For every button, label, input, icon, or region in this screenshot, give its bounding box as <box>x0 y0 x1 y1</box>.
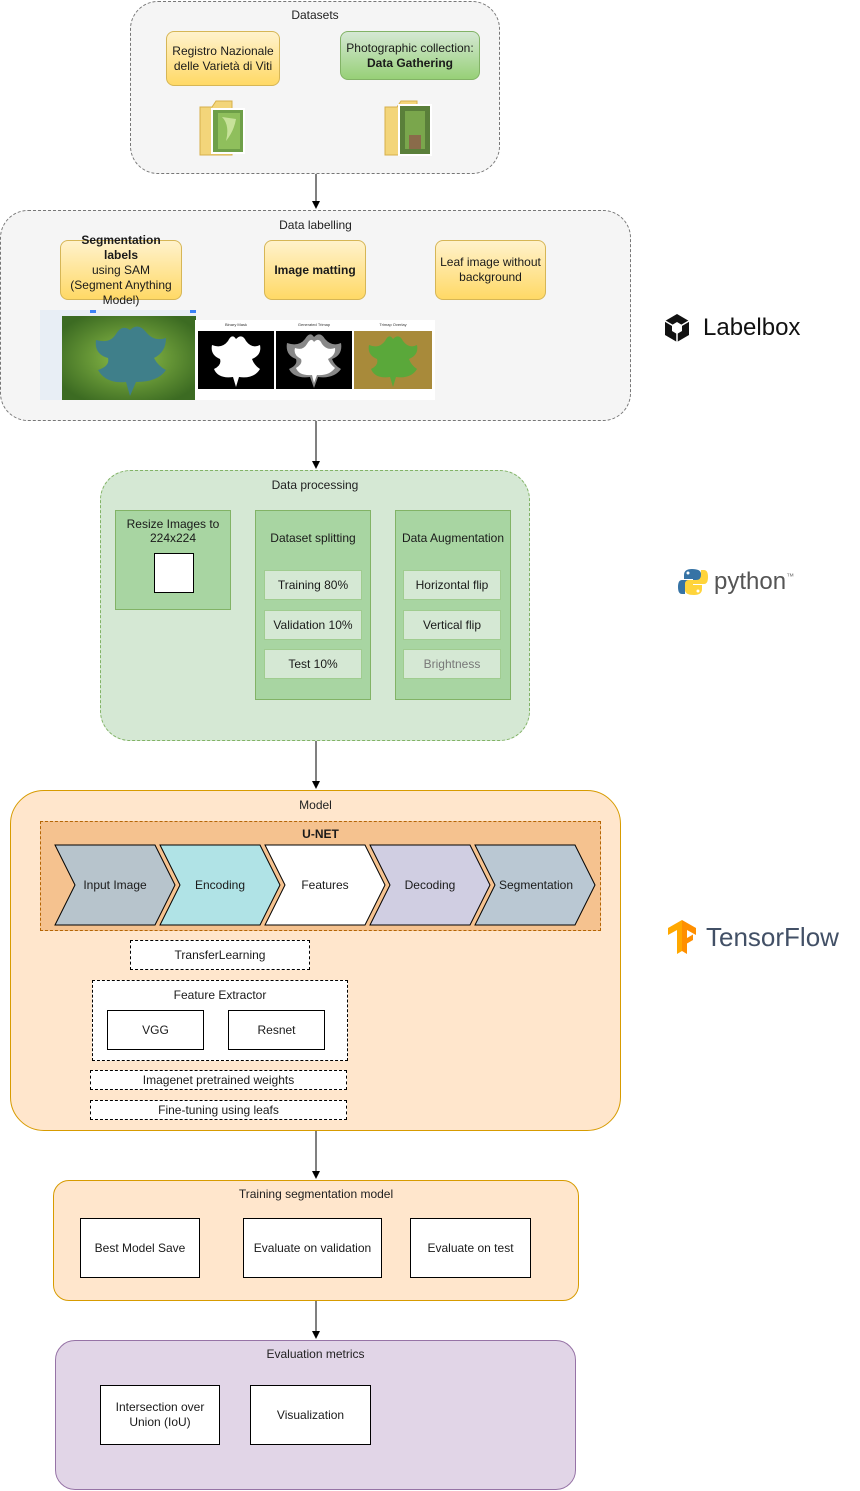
best-model-save-box: Best Model Save <box>80 1218 200 1278</box>
step-segmentation <box>474 844 596 926</box>
split-validation: Validation 10% <box>264 610 362 640</box>
leaf-no-background-box: Leaf image without background <box>435 240 546 300</box>
iou-box: Intersection over Union (IoU) <box>100 1385 220 1445</box>
step-features-label: Features <box>301 878 349 892</box>
resnet-label: Resnet <box>257 1023 296 1037</box>
imagenet-weights-box: Imagenet pretrained weights <box>90 1070 347 1090</box>
photo-line2: Data Gathering <box>366 55 453 70</box>
resize-square <box>154 553 194 593</box>
fine-tuning-box: Fine-tuning using leafs <box>90 1100 347 1120</box>
evaluate-test-box: Evaluate on test <box>410 1218 531 1278</box>
aug-brightness-label: Brightness <box>423 657 481 671</box>
extractor-title: Feature Extractor <box>173 988 267 1002</box>
python-snake-icon <box>678 569 708 595</box>
processing-title: Data processing <box>271 478 359 492</box>
folder-vine-icon <box>384 100 432 156</box>
vgg-box: VGG <box>107 1010 204 1050</box>
transfer-learning-box: TransferLearning <box>130 940 310 970</box>
tensorflow-wordmark: TensorFlow <box>706 921 839 952</box>
eval-validation-label: Evaluate on validation <box>253 1241 372 1255</box>
model-title: Model <box>299 798 332 812</box>
eval-test-label: Evaluate on test <box>427 1241 514 1255</box>
evaluate-validation-box: Evaluate on validation <box>243 1218 382 1278</box>
unet-title: U-NET <box>302 827 339 841</box>
split-training-label: Training 80% <box>277 578 349 592</box>
matting-thumbnails: Binary Mask Generated Trimap Trimap Over… <box>195 320 435 400</box>
step-decoding-label: Decoding <box>404 878 456 892</box>
folder-leaf-icon <box>199 100 245 156</box>
tensorflow-logo: TensorFlow <box>666 918 858 956</box>
aug-horizontal-flip: Horizontal flip <box>403 570 501 600</box>
transfer-label: TransferLearning <box>174 948 266 962</box>
thumb2-caption: Generated Trimap <box>297 322 331 327</box>
photo-line1: Photographic collection: <box>346 40 474 55</box>
thumb3-caption: Trimap Overlay <box>379 322 407 327</box>
step-encoding-label: Encoding <box>194 878 246 892</box>
seg-bold-label: Segmentation labels <box>81 232 161 262</box>
split-title: Dataset splitting <box>270 531 356 545</box>
step-decoding <box>369 844 491 926</box>
labelbox-logo: Labelbox <box>663 312 823 344</box>
best-model-label: Best Model Save <box>94 1241 186 1255</box>
datasets-title: Datasets <box>291 8 339 22</box>
matting-label: Image matting <box>274 262 356 277</box>
resnet-box: Resnet <box>228 1010 325 1050</box>
registro-box: Registro Nazionale delle Varietà di Viti <box>166 31 280 86</box>
sam-leaf-image <box>40 310 196 400</box>
datasets-group: Datasets <box>130 1 500 174</box>
visualization-box: Visualization <box>250 1385 371 1445</box>
split-validation-label: Validation 10% <box>273 618 353 632</box>
leaf-label: Leaf image without background <box>440 255 541 284</box>
vgg-label: VGG <box>142 1023 169 1037</box>
step-input-label: Input Image <box>83 878 147 892</box>
aug-title: Data Augmentation <box>401 531 505 545</box>
aug-vertical-flip: Vertical flip <box>403 610 501 640</box>
python-tm: ™ <box>786 571 795 581</box>
segmentation-labels-box: Segmentation labels using SAM (Segment A… <box>60 233 182 307</box>
generated-trimap-image <box>276 331 352 389</box>
seg-rest-label: using SAM (Segment Anything Model) <box>70 262 172 307</box>
split-training: Training 80% <box>264 570 362 600</box>
labelbox-cube-icon <box>664 314 690 342</box>
tensorflow-icon <box>668 920 696 954</box>
labelbox-wordmark: Labelbox <box>703 314 801 341</box>
step-encoding <box>159 844 281 926</box>
split-test-label: Test 10% <box>288 657 338 671</box>
binary-mask-image <box>198 331 274 389</box>
visualization-label: Visualization <box>276 1408 345 1422</box>
thumb1-caption: Binary Mask <box>224 322 247 327</box>
split-test: Test 10% <box>264 649 362 679</box>
step-features <box>264 844 386 926</box>
step-input-image <box>54 844 176 926</box>
python-logo: python ™ <box>678 566 818 598</box>
labelling-title: Data labelling <box>279 218 352 232</box>
aug-horizontal-label: Horizontal flip <box>415 578 489 592</box>
step-segmentation-label: Segmentation <box>498 878 574 892</box>
image-matting-box: Image matting <box>264 240 366 300</box>
finetune-label: Fine-tuning using leafs <box>158 1103 279 1117</box>
trimap-overlay-image <box>354 331 432 389</box>
python-wordmark: python <box>714 568 787 595</box>
aug-brightness: Brightness <box>403 649 501 679</box>
photographic-collection-box: Photographic collection: Data Gathering <box>340 31 480 80</box>
resize-panel: Resize Images to 224x224 <box>115 510 231 610</box>
iou-label: Intersection over Union (IoU) <box>115 1400 205 1429</box>
resize-label: Resize Images to 224x224 <box>126 517 220 546</box>
evaluation-title: Evaluation metrics <box>266 1347 365 1361</box>
registro-label: Registro Nazionale delle Varietà di Viti <box>172 43 274 73</box>
unet-pipeline <box>54 844 596 926</box>
imagenet-label: Imagenet pretrained weights <box>142 1073 295 1087</box>
training-title: Training segmentation model <box>238 1187 394 1201</box>
aug-vertical-label: Vertical flip <box>422 618 482 632</box>
